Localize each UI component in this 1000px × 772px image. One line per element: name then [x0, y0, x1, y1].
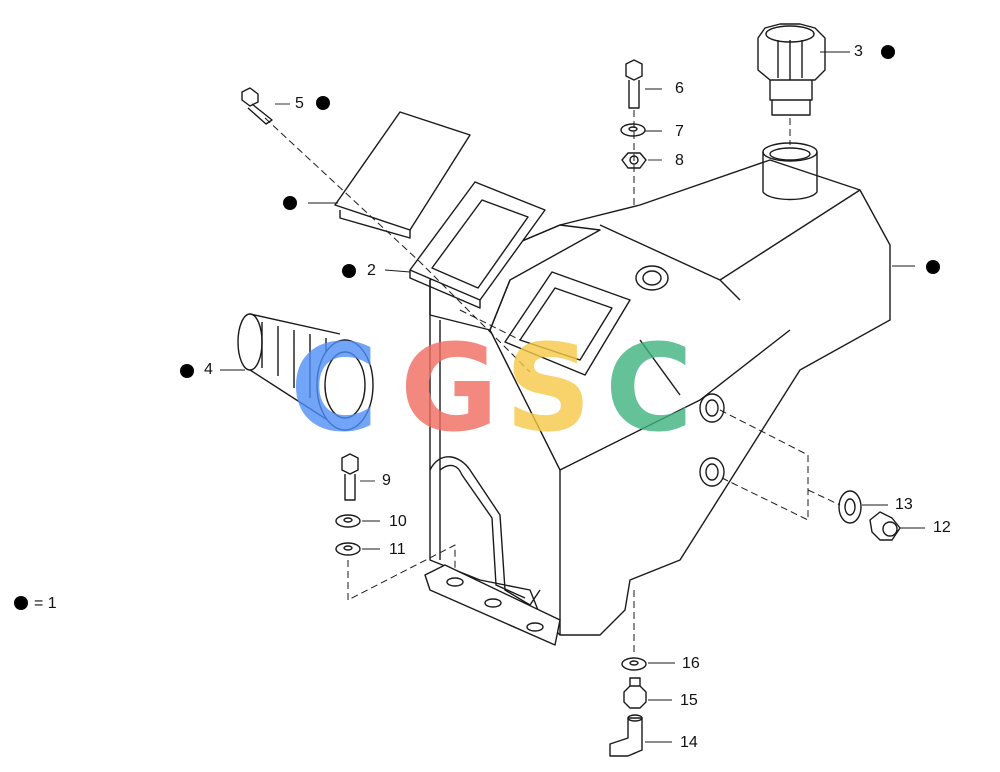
drain-plug-12 — [869, 511, 901, 541]
legend-text: = 1 — [34, 595, 57, 612]
callout-2: 2 — [367, 262, 376, 279]
assembly-dot — [342, 264, 356, 278]
fitting-15 — [623, 677, 647, 709]
bolt-9 — [341, 453, 359, 501]
legend-dot — [14, 596, 28, 610]
callout-13: 13 — [895, 496, 913, 513]
callout-3: 3 — [854, 43, 863, 60]
watermark-letter: S — [505, 320, 591, 459]
watermark: C G S C — [290, 320, 693, 459]
assembly-dot — [926, 260, 940, 274]
cover-plate — [334, 111, 471, 239]
watermark-letter: C — [605, 320, 693, 459]
assembly-dot — [881, 45, 895, 59]
callout-8: 8 — [675, 152, 684, 169]
callout-10: 10 — [389, 513, 407, 530]
callout-9: 9 — [382, 472, 391, 489]
washer-11 — [335, 542, 361, 556]
callout-11: 11 — [389, 541, 406, 558]
washer-10 — [335, 514, 361, 528]
callout-4: 4 — [204, 361, 213, 378]
callout-7: 7 — [675, 123, 684, 140]
watermark-letter: G — [400, 320, 499, 459]
washer-16 — [621, 657, 647, 671]
window-gasket — [409, 181, 546, 309]
assembly-dot — [316, 96, 330, 110]
bolt-6 — [625, 59, 643, 109]
callout-15: 15 — [680, 692, 698, 709]
callout-16: 16 — [682, 655, 700, 672]
assembly-dot — [180, 364, 194, 378]
filler-cap — [757, 23, 826, 116]
watermark-letter: C — [290, 320, 378, 459]
assembly-dot — [283, 196, 297, 210]
bolt-5 — [241, 87, 273, 125]
washer-13 — [838, 490, 862, 524]
callout-12: 12 — [933, 519, 951, 536]
leader-lines — [220, 51, 925, 743]
callout-6: 6 — [675, 80, 684, 97]
washer-7 — [620, 123, 646, 137]
centerlines — [264, 110, 841, 655]
callout-14: 14 — [680, 734, 698, 751]
strainer-filter — [237, 313, 374, 431]
legend: = 1 — [14, 595, 57, 613]
fuel-tank-body — [424, 142, 891, 646]
elbow-14 — [609, 714, 643, 757]
callout-5: 5 — [295, 95, 304, 112]
